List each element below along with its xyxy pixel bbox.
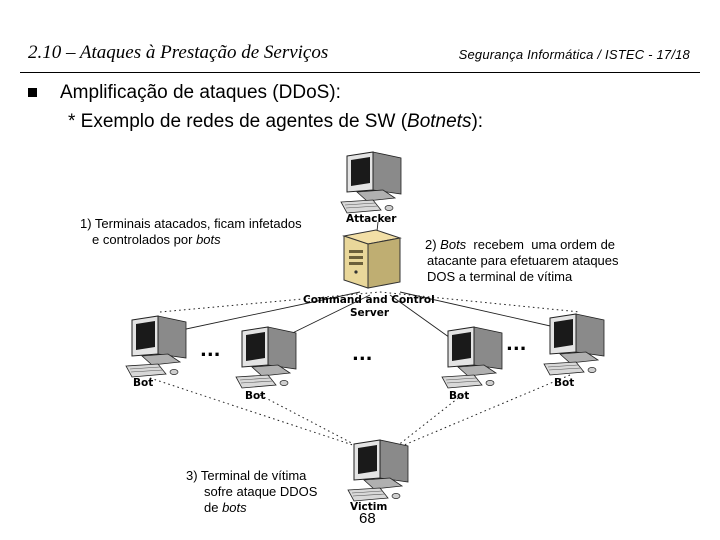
note-victim-terminal: 3) Terminal de vítima sofre ataque DDOS …	[186, 468, 317, 516]
ellipsis-right: ...	[506, 334, 527, 355]
header-divider	[20, 72, 700, 73]
note1-line2-prefix: e controlados por	[92, 232, 197, 247]
bot-computer-2	[235, 326, 297, 389]
slide-subheading: * Exemplo de redes de agentes de SW (Bot…	[68, 111, 483, 133]
attacker-computer	[340, 151, 402, 214]
server-label-line2: Server	[350, 307, 390, 319]
bot-computer-1	[125, 315, 187, 378]
bot-computer-4	[543, 313, 605, 376]
note3-line3-italic: bots	[222, 500, 247, 515]
note3-line3: de bots	[186, 500, 317, 516]
bot-label-4: Bot	[554, 377, 574, 389]
bot-label-3: Bot	[449, 390, 469, 402]
ellipsis-left: ...	[200, 340, 221, 361]
victim-computer	[347, 439, 409, 502]
bot-label-1: Bot	[133, 377, 153, 389]
slide-page-number: 68	[359, 510, 376, 527]
note3-line1: 3) Terminal de vítima	[186, 468, 307, 483]
command-control-server	[343, 229, 401, 289]
bot-label-2: Bot	[245, 390, 265, 402]
subheading-suffix: ):	[471, 111, 484, 132]
note2-line1-italic: Bots	[440, 237, 467, 252]
note2-line3: DOS a terminal de vítima	[427, 269, 573, 284]
note3-line3-prefix: de	[204, 500, 223, 515]
note1-line1: 1) Terminais atacados, ficam infetados	[80, 216, 302, 231]
slide-heading: Amplificação de ataques (DDoS):	[60, 82, 341, 103]
victim-label: Victim	[350, 501, 387, 513]
note2-line1: 2) Bots recebem uma ordem de	[425, 237, 619, 253]
note-infected-terminals: 1) Terminais atacados, ficam infetados e…	[80, 216, 302, 248]
course-info: Segurança Informática / ISTEC - 17/18	[458, 47, 690, 62]
server-label-line1: Command and Control	[303, 294, 435, 306]
ellipsis-center: ...	[352, 344, 373, 365]
note1-line2: e controlados por bots	[80, 232, 302, 248]
note1-line2-italic: bots	[196, 232, 221, 247]
note3-line2: sofre ataque DDOS	[204, 484, 318, 499]
note-bots-receive-order: 2) Bots recebem uma ordem de atacante pa…	[425, 237, 619, 285]
bullet-square	[28, 88, 37, 97]
attacker-label: Attacker	[346, 213, 397, 225]
note2-line2: atacante para efetuarem ataques	[427, 253, 619, 268]
subheading-prefix: * Exemplo de redes de agentes de SW (	[68, 111, 408, 132]
attack-links	[149, 291, 581, 451]
subheading-italic: Botnets	[407, 111, 472, 132]
note2-line1-suffix: recebem uma ordem de	[466, 237, 616, 252]
note2-line1-prefix: 2)	[425, 237, 441, 252]
bot-computer-3	[441, 326, 503, 389]
section-title: 2.10 – Ataques à Prestação de Serviços	[28, 42, 329, 63]
